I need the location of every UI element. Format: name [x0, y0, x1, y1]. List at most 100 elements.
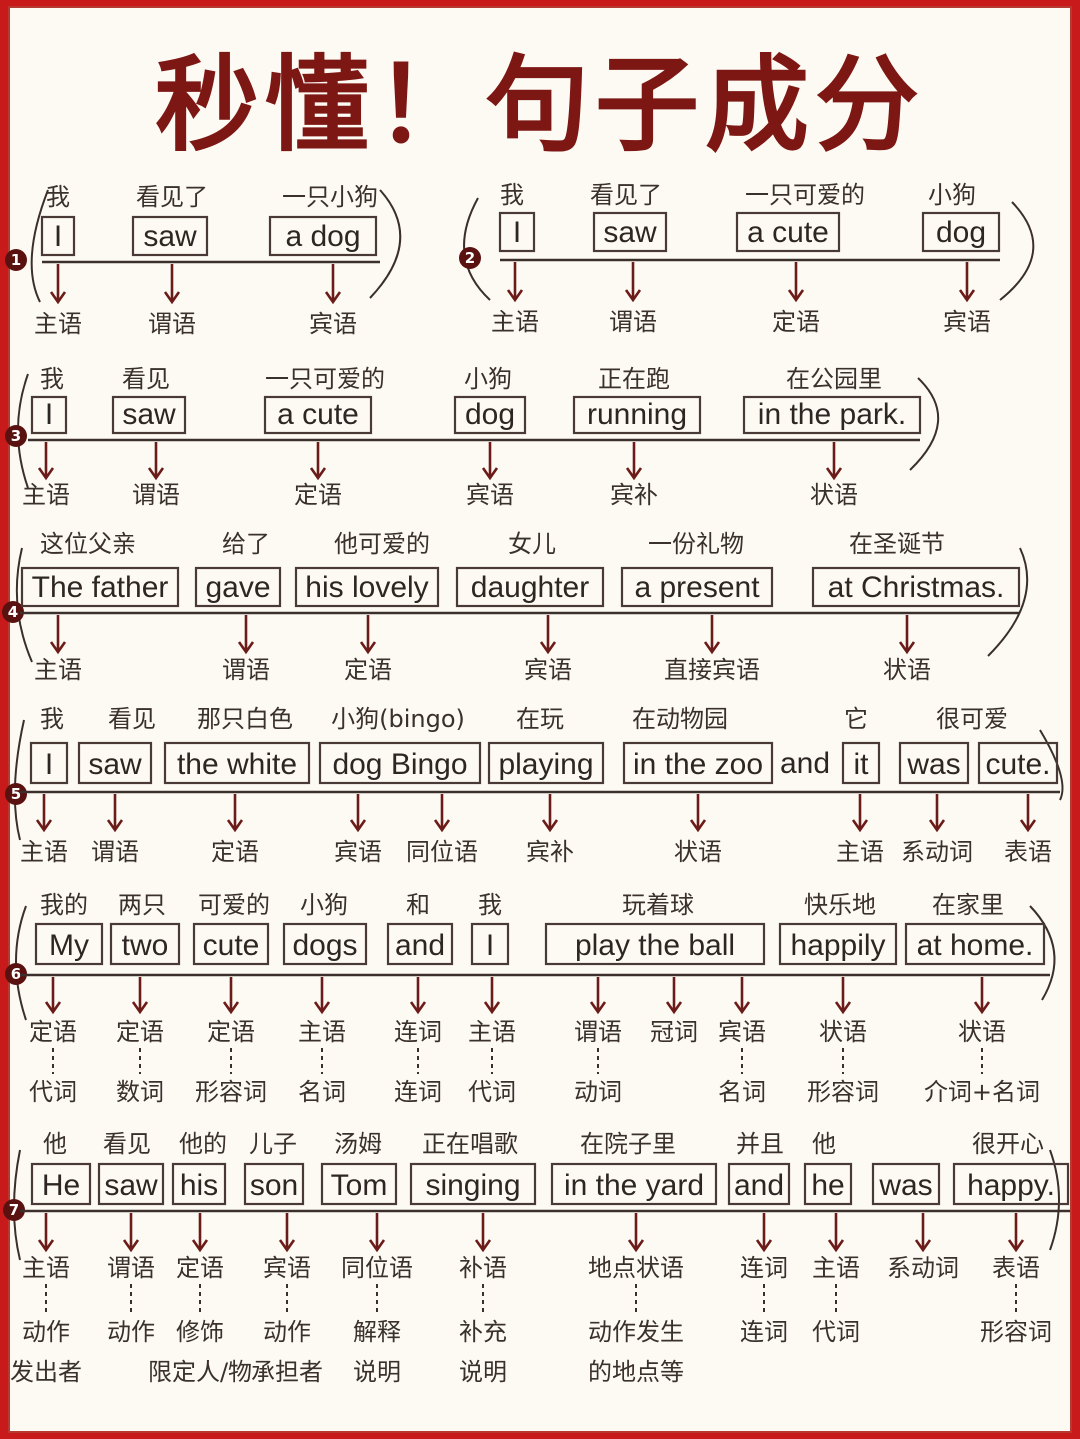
row-number-label: 1 — [11, 251, 21, 269]
chinese-meaning: 和 — [406, 891, 430, 919]
grammar-role: 定语 — [344, 656, 392, 684]
chinese-meaning: 正在唱歌 — [422, 1130, 518, 1158]
english-word: singing — [425, 1169, 520, 1202]
english-word: saw — [122, 398, 176, 431]
part-of-speech: 数词 — [116, 1078, 164, 1106]
chinese-meaning: 我 — [500, 181, 524, 209]
grammar-role: 主语 — [34, 310, 82, 338]
word-box — [487, 741, 605, 785]
arrow-head — [409, 1001, 427, 1015]
arrow-head — [851, 819, 869, 833]
english-word: at home. — [917, 929, 1034, 962]
word-box — [163, 741, 311, 785]
role-description: 代词 — [812, 1318, 860, 1346]
english-word: saw — [143, 220, 197, 253]
row-number-badge — [5, 963, 27, 985]
part-of-speech: 代词 — [468, 1078, 516, 1106]
left-bracket-curve — [15, 905, 27, 1021]
english-word: two — [122, 929, 169, 962]
part-of-speech: 代词 — [29, 1078, 77, 1106]
arrow-head — [147, 467, 165, 481]
word-box — [550, 1162, 718, 1206]
word-box — [386, 922, 454, 966]
english-word: in the park. — [758, 398, 906, 431]
grammar-role: 主语 — [22, 481, 70, 509]
arrow-head — [541, 819, 559, 833]
word-box — [803, 1162, 853, 1206]
row-number-badge — [5, 249, 27, 271]
chinese-meaning: 看见 — [122, 365, 170, 393]
word-box — [77, 741, 153, 785]
word-box — [735, 211, 841, 253]
chinese-meaning: 给了 — [222, 530, 270, 558]
english-word: the white — [177, 748, 297, 781]
chinese-meaning: 快乐地 — [804, 891, 876, 919]
english-word: Tom — [331, 1169, 388, 1202]
part-of-speech: 名词 — [298, 1078, 346, 1106]
arrow-head — [973, 1001, 991, 1015]
row-number-label: 4 — [8, 603, 18, 621]
grammar-role: 主语 — [491, 308, 539, 336]
grammar-role: 主语 — [22, 1254, 70, 1282]
arrow-head — [433, 819, 451, 833]
arrow-head — [313, 1001, 331, 1015]
arrow-head — [222, 1001, 240, 1015]
english-word: it — [854, 748, 870, 781]
word-box — [811, 566, 1021, 608]
arrow-head — [163, 291, 181, 305]
chinese-meaning: 一只可爱的 — [745, 181, 865, 209]
chinese-meaning: 他 — [43, 1130, 67, 1158]
right-bracket-curve — [1039, 729, 1064, 801]
grammar-role: 定语 — [211, 838, 259, 866]
english-word: happy. — [967, 1169, 1055, 1202]
grammar-role: 谓语 — [107, 1254, 155, 1282]
english-word: saw — [104, 1169, 158, 1202]
chinese-meaning: 它 — [844, 705, 868, 733]
grammar-role: 连词 — [394, 1018, 442, 1046]
grammar-role: 宾语 — [524, 656, 572, 684]
arrow-head — [624, 289, 642, 303]
arrow-head — [349, 819, 367, 833]
english-word: a cute — [277, 398, 359, 431]
word-box — [921, 211, 1001, 253]
grammar-role: 谓语 — [574, 1018, 622, 1046]
english-word: My — [49, 929, 89, 962]
role-description: 形容词 — [980, 1318, 1052, 1346]
row-number-label: 2 — [465, 249, 475, 267]
english-word: dogs — [292, 929, 357, 962]
arrow-head — [237, 641, 255, 655]
arrow-head — [755, 1239, 773, 1253]
english-word: son — [250, 1169, 298, 1202]
chinese-meaning: 儿子 — [249, 1130, 297, 1158]
arrow-head — [359, 641, 377, 655]
arrow-head — [1007, 1239, 1025, 1253]
arrow-head — [35, 819, 53, 833]
english-word: a cute — [747, 216, 829, 249]
role-description: 动作 — [22, 1318, 70, 1346]
right-bracket-curve — [1049, 1149, 1060, 1251]
chinese-meaning: 玩着球 — [622, 891, 694, 919]
english-word: saw — [603, 216, 657, 249]
chinese-meaning: 并且 — [736, 1130, 784, 1158]
english-word: in the zoo — [633, 748, 763, 781]
role-description-line2: 说明 — [459, 1358, 507, 1386]
role-description-line2: 说明 — [353, 1358, 401, 1386]
word-box — [194, 566, 282, 608]
grammar-role: 系动词 — [901, 838, 973, 866]
word-box — [30, 395, 68, 435]
part-of-speech: 连词 — [394, 1078, 442, 1106]
chinese-meaning: 我的 — [40, 891, 88, 919]
word-box — [544, 922, 766, 966]
arrow-head — [49, 641, 67, 655]
grammar-role: 宾语 — [309, 310, 357, 338]
word-box — [171, 1162, 227, 1206]
right-bracket-curve — [987, 547, 1029, 657]
left-bracket-curve — [13, 719, 25, 841]
chinese-meaning: 小狗 — [300, 891, 348, 919]
row-number-badge — [5, 425, 27, 447]
arrow-head — [131, 1001, 149, 1015]
arrow-head — [825, 467, 843, 481]
page-title: 秒懂！句子成分 — [154, 44, 925, 166]
grammar-role: 补语 — [459, 1254, 507, 1282]
